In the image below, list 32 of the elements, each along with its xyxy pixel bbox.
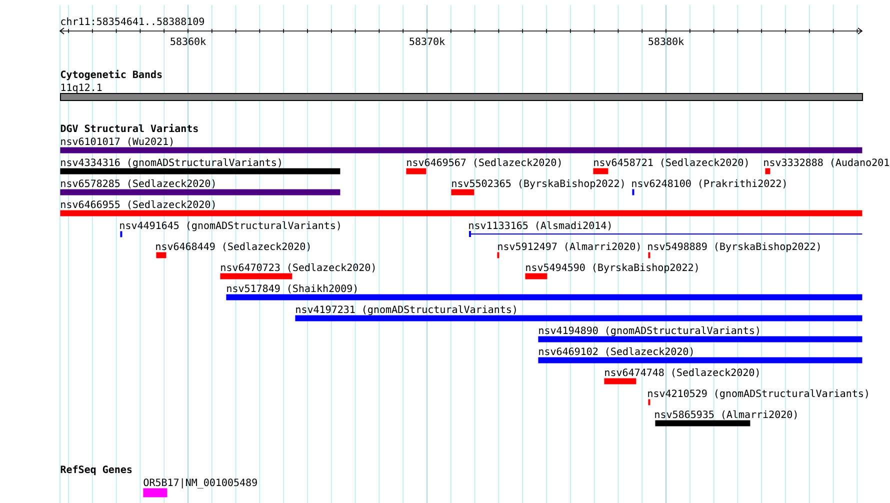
track-label: 58360k (170, 37, 206, 46)
feature-label: nsv6458721 (Sedlazeck2020) (594, 158, 748, 168)
feature-label: nsv4197231 (gnomADStructuralVariants) (296, 305, 516, 316)
feature-label: nsv517849 (Shaikh2009) (227, 284, 357, 294)
track-label: chr11:58354641..58388109 (61, 17, 204, 26)
feature-label: nsv6578285 (Sedlazeck2020) (61, 179, 215, 188)
feature-label: nsv6248100 (Prakrithi2022) (632, 179, 786, 188)
feature-label: nsv4194890 (gnomADStructuralVariants) (539, 326, 759, 336)
feature-label: nsv4491645 (gnomADStructuralVariants) (120, 221, 340, 232)
feature-label: nsv5865935 (Almarri2020) (655, 410, 797, 420)
feature-label: OR5B17|NM_001005489 (144, 478, 257, 488)
track-heading: RefSeq Genes (60, 465, 132, 476)
feature-label: nsv4334316 (gnomADStructuralVariants) (61, 158, 281, 168)
feature-label: nsv5912497 (Almarri2020) (498, 242, 640, 252)
feature-label: nsv4210529 (gnomADStructuralVariants) (648, 389, 868, 400)
feature-label: nsv6469567 (Sedlazeck2020) (407, 158, 561, 168)
track-label: 58380k (648, 37, 684, 46)
feature-label: nsv6469102 (Sedlazeck2020) (539, 347, 693, 356)
feature-label: nsv6468449 (Sedlazeck2020) (156, 242, 310, 252)
feature-label: nsv6474748 (Sedlazeck2020) (605, 368, 759, 378)
feature-label: nsv1133165 (Alsmadi2014) (469, 221, 611, 230)
track-label: 58370k (410, 37, 445, 46)
feature-label: nsv3332888 (Audano201 (764, 158, 889, 168)
feature-label: nsv6470723 (Sedlazeck2020) (221, 263, 375, 272)
feature-label: nsv5494590 (ByrskaBishop2022) (526, 263, 698, 274)
feature-label: nsv5498889 (ByrskaBishop2022) (648, 242, 820, 252)
feature-label: 11q12.1 (61, 84, 102, 94)
feature-label: nsv5502365 (ByrskaBishop2022) (452, 179, 624, 190)
feature-label: nsv6466955 (Sedlazeck2020) (61, 200, 215, 210)
track-heading: Cytogenetic Bands (60, 70, 162, 80)
track-heading: DGV Structural Variants (60, 124, 198, 132)
feature-label: nsv6101017 (Wu2021) (61, 137, 172, 146)
